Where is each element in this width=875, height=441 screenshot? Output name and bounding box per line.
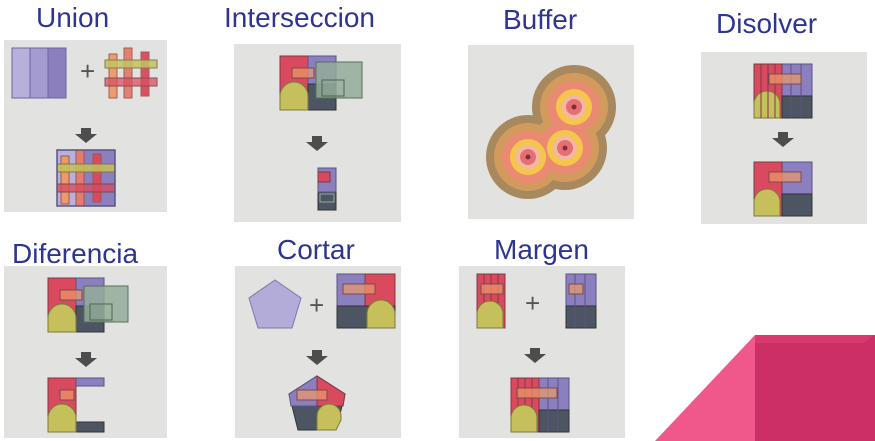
dissolve-result — [753, 161, 813, 217]
merge-diagram: + — [476, 273, 597, 433]
union-diagram: + — [11, 47, 158, 207]
union-input-strips — [11, 47, 67, 99]
difference-inputs — [47, 277, 129, 333]
intersection-panel — [234, 44, 401, 222]
corner-block-dark — [755, 335, 875, 441]
intersection-arrow-icon — [306, 136, 328, 151]
corner-decoration — [655, 335, 875, 441]
difference-panel — [4, 266, 167, 438]
union-result — [56, 149, 116, 207]
corner-edge — [755, 335, 875, 343]
merge-plus-icon: + — [525, 288, 540, 318]
clip-plus-icon: + — [309, 290, 324, 320]
union-panel: + — [4, 40, 167, 212]
clip-panel: + — [235, 266, 401, 438]
clip-arrow-icon — [306, 350, 328, 365]
buffer-title: Buffer — [503, 4, 578, 35]
dissolve-input — [753, 63, 813, 119]
difference-arrow-icon — [75, 352, 97, 367]
dissolve-arrow-icon — [772, 132, 794, 147]
dissolve-diagram — [753, 63, 813, 217]
clip-diagram: + — [248, 273, 396, 431]
buffer-panel — [468, 45, 634, 219]
difference-result — [47, 377, 105, 433]
merge-result — [510, 377, 570, 433]
clip-result — [288, 375, 346, 431]
merge-arrow-icon — [524, 348, 546, 363]
dissolve-title: Disolver — [716, 8, 818, 39]
merge-input-right — [565, 273, 597, 329]
intersection-diagram — [279, 55, 363, 211]
merge-input-left — [476, 273, 506, 329]
intersection-result — [317, 167, 337, 211]
dissolve-panel — [701, 52, 867, 224]
intersection-inputs — [279, 55, 363, 111]
clip-input-map — [336, 273, 396, 329]
intersection-title: Interseccion — [224, 2, 375, 33]
union-arrow-icon — [75, 128, 97, 143]
clip-pentagon — [248, 279, 302, 329]
union-title: Union — [36, 2, 110, 33]
union-plus-icon: + — [80, 56, 95, 86]
buffer-rings — [486, 65, 616, 199]
merge-title: Margen — [494, 234, 589, 265]
union-input-grid — [104, 47, 158, 99]
merge-panel: + — [459, 266, 625, 438]
buffer-diagram — [486, 65, 616, 199]
clip-title: Cortar — [277, 234, 355, 265]
difference-diagram — [47, 277, 129, 433]
difference-title: Diferencia — [12, 238, 139, 269]
